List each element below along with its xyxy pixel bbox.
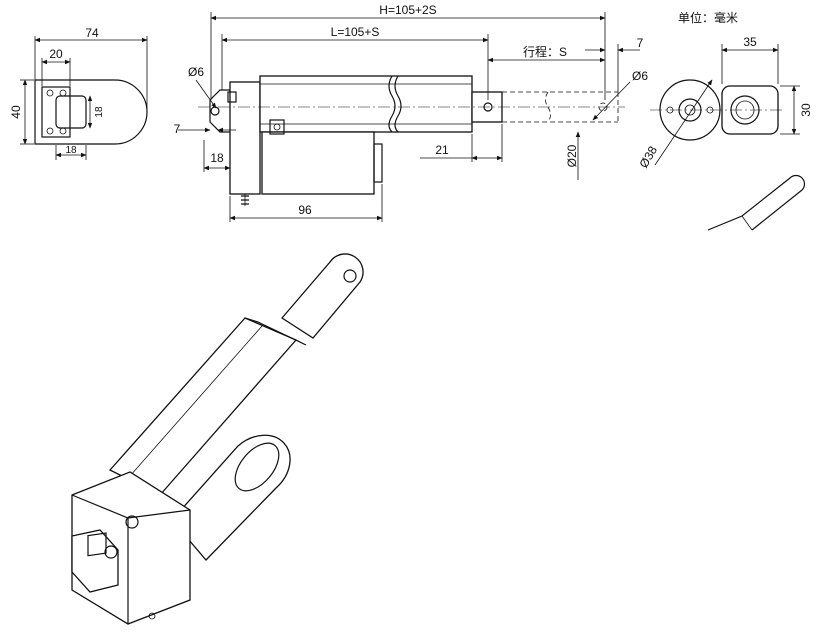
dim-30: 30 [799, 103, 813, 117]
right-end-view: 单位：毫米 35 30 Ø38 [637, 10, 813, 231]
side-view: H=105+2S L=105+S 行程：S 7 Ø6 Ø6 7 18 96 [174, 3, 648, 222]
dim-18-vertical: 18 [94, 106, 105, 118]
dim-21: 21 [435, 143, 449, 157]
dim-diameter-6-right: Ø6 [632, 69, 648, 83]
dim-diameter-6-left: Ø6 [188, 65, 204, 79]
dim-L: L=105+S [331, 25, 380, 39]
dim-18-horizontal: 18 [65, 145, 77, 156]
dim-20: 20 [49, 47, 63, 61]
dim-74: 74 [85, 26, 99, 40]
isometric-view [71, 253, 364, 625]
dim-7-right: 7 [637, 36, 644, 50]
dim-35: 35 [743, 35, 757, 49]
dim-18-bottom: 18 [210, 151, 224, 165]
dim-7-left: 7 [174, 122, 181, 136]
dim-diameter-20: Ø20 [565, 144, 579, 167]
dim-96: 96 [298, 203, 312, 217]
left-end-view: 74 20 40 18 18 [9, 26, 148, 160]
dim-diameter-38: Ø38 [637, 143, 661, 170]
dim-H: H=105+2S [379, 3, 436, 17]
units-label: 单位：毫米 [678, 10, 738, 25]
stroke-label: 行程：S [523, 44, 567, 59]
dim-40: 40 [9, 105, 23, 119]
